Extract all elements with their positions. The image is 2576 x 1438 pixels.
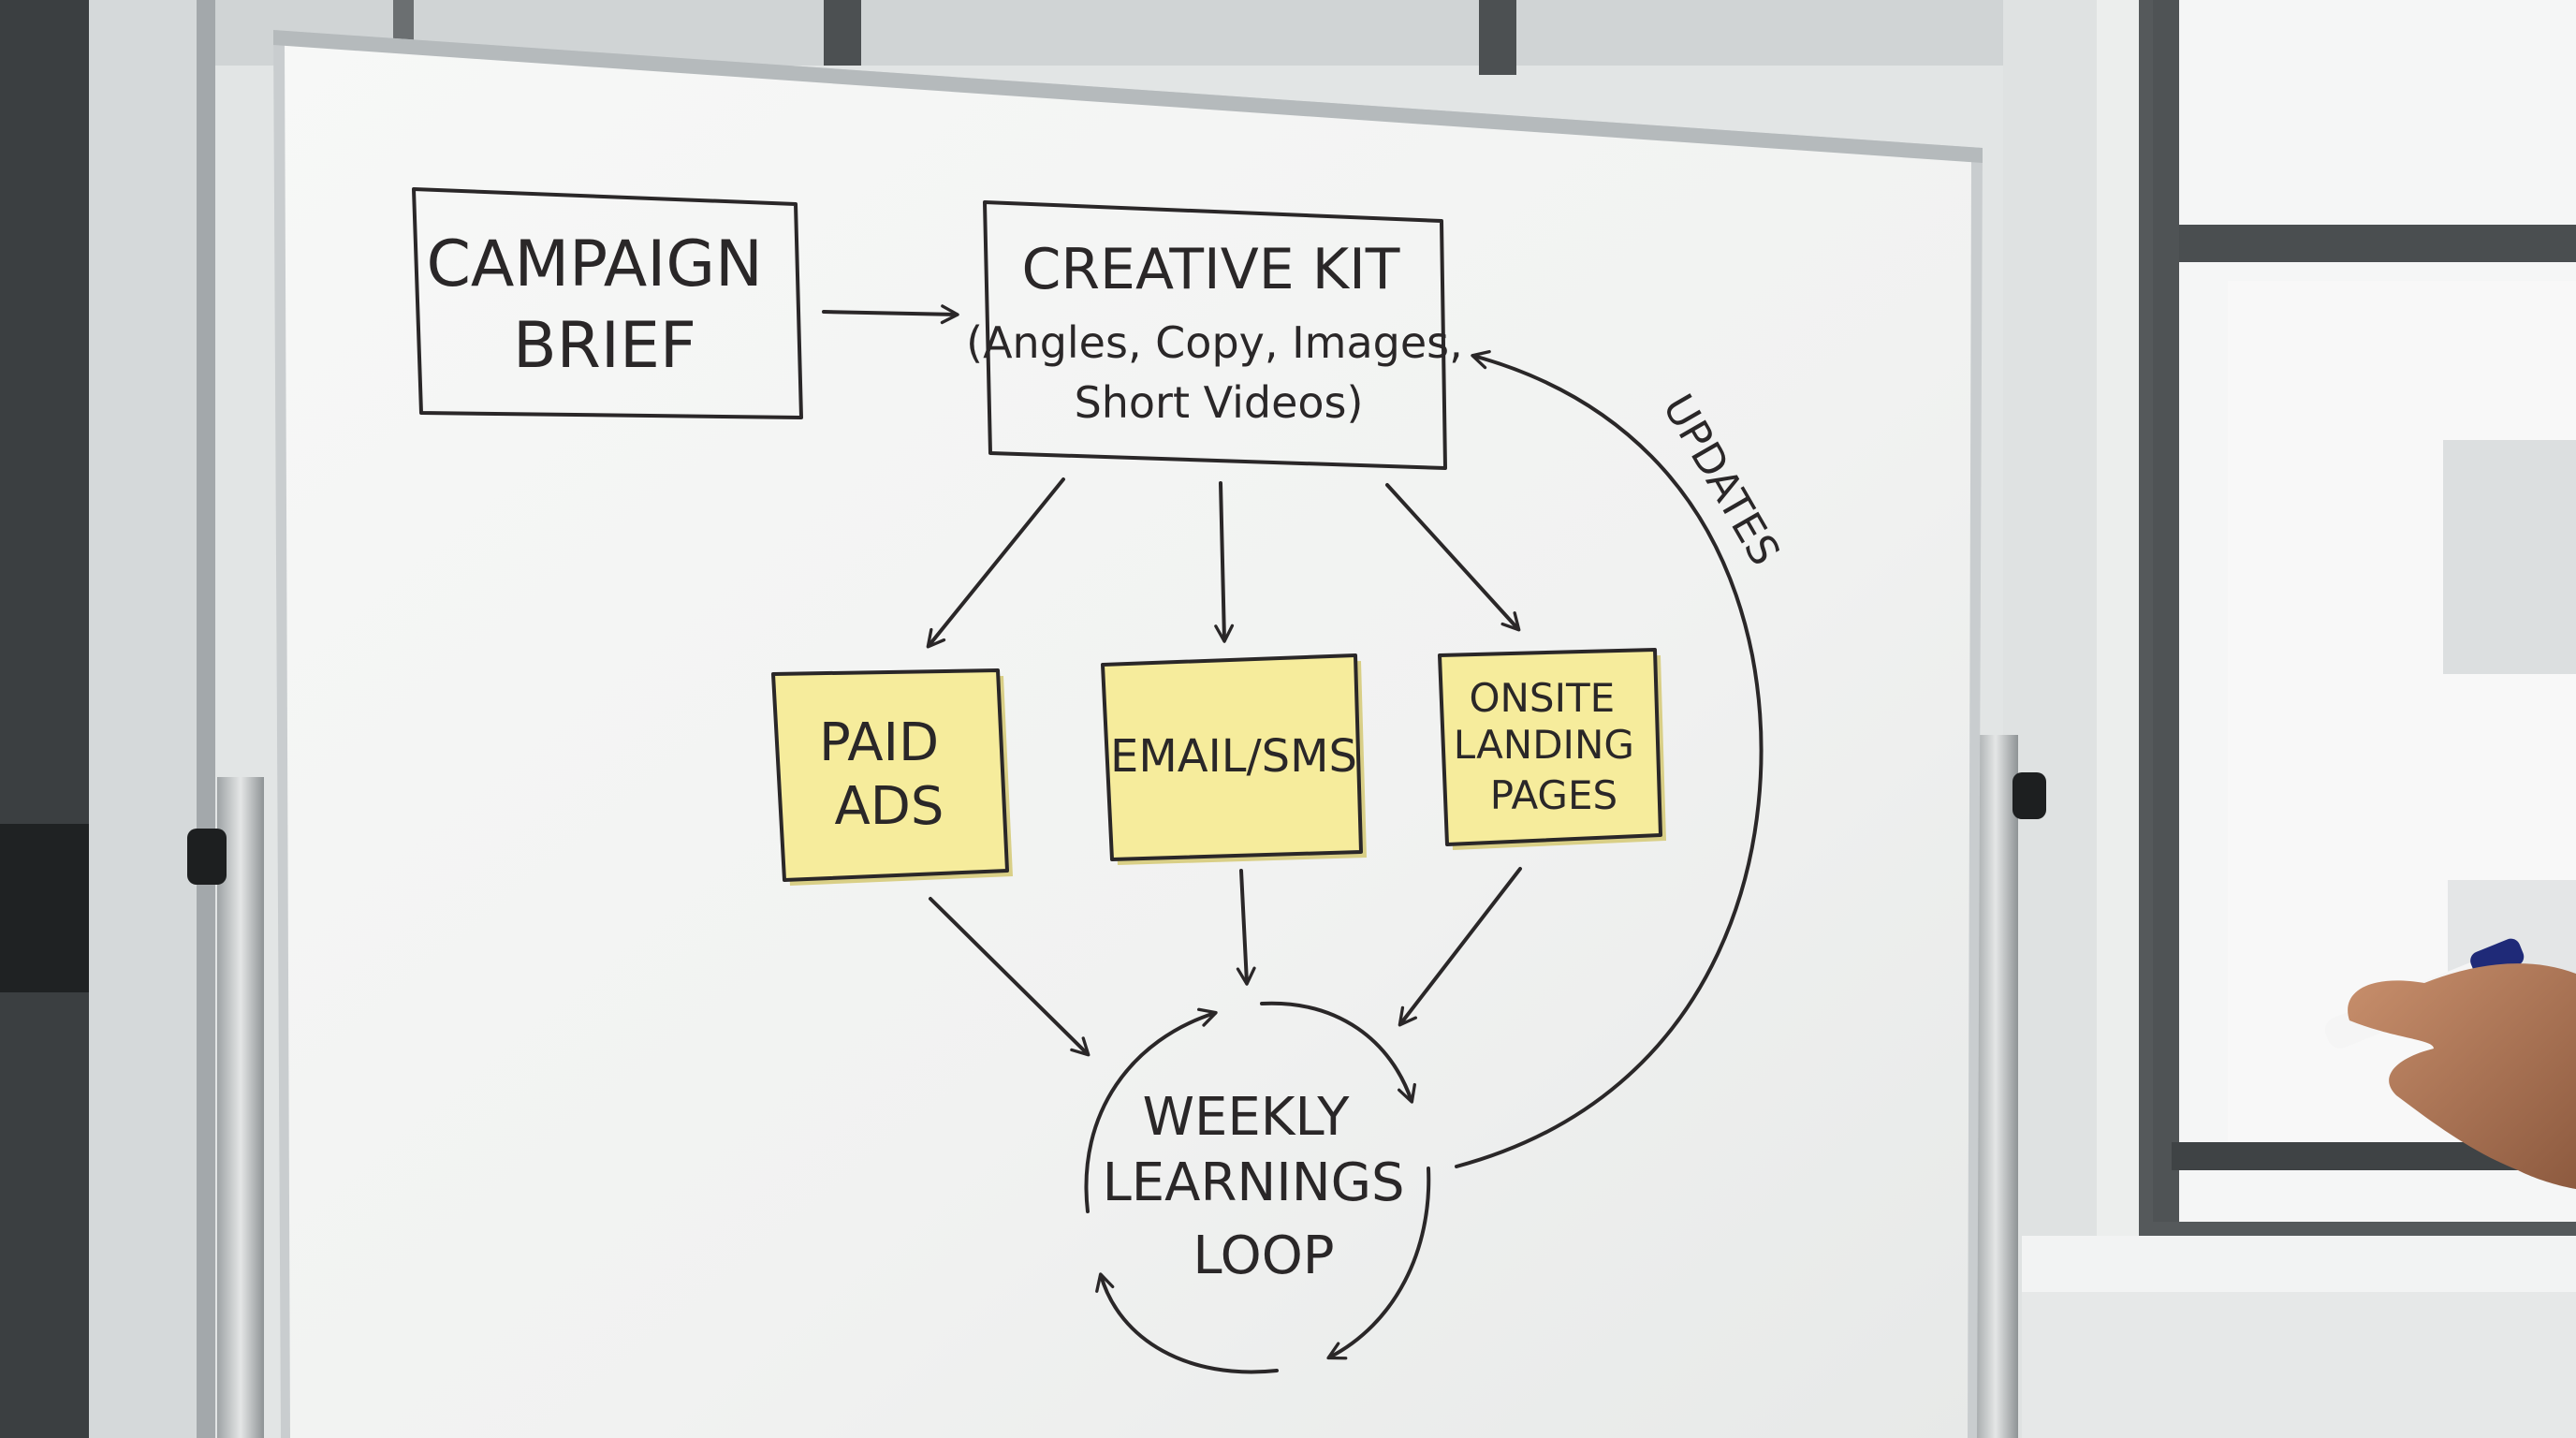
onsite-landing-line-2: LANDING (1454, 722, 1634, 768)
creative-kit-label: CREATIVE KIT (Angles, Copy, Images, Shor… (966, 237, 1468, 428)
onsite-landing-line-1: ONSITE (1469, 675, 1615, 721)
creative-kit-line-2: (Angles, Copy, Images, (966, 317, 1463, 368)
hand (2348, 963, 2576, 1189)
campaign-brief-box (412, 187, 803, 419)
weekly-loop-line-3: LOOP (1193, 1225, 1334, 1286)
paid-ads-line-2: ADS (835, 776, 944, 837)
arrow-kit-to-onsite (1385, 483, 1521, 632)
loop-arrow-bottom-right (1326, 1167, 1431, 1360)
email-sms-label: EMAIL/SMS (1110, 730, 1357, 783)
hand-with-marker (2324, 938, 2576, 1189)
weekly-loop-label: WEEKLY LEARNINGS LOOP (1103, 1087, 1422, 1286)
arrow-email-sms-to-loop (1236, 869, 1256, 986)
paid-ads-label: PAID ADS (819, 712, 956, 837)
arrow-brief-to-kit (822, 304, 959, 325)
loop-arrow-top-left (1084, 1007, 1218, 1213)
email-sms-line-1: EMAIL/SMS (1110, 730, 1357, 783)
sticky-onsite-landing (1438, 648, 1666, 850)
onsite-landing-label: ONSITE LANDING PAGES (1454, 675, 1647, 818)
whiteboard-stand (187, 735, 2046, 1438)
paid-ads-line-1: PAID (819, 712, 939, 773)
campaign-brief-line-2: BRIEF (513, 309, 696, 383)
creative-kit-box (983, 200, 1447, 470)
diagram (412, 187, 1764, 1374)
creative-kit-line-3: Short Videos) (1075, 377, 1364, 428)
arrow-kit-to-email-sms (1214, 481, 1235, 643)
weekly-loop-line-2: LEARNINGS (1103, 1152, 1405, 1213)
sticky-paid-ads (771, 668, 1013, 886)
arrow-loop-updates-to-kit (1455, 349, 1764, 1168)
creative-kit-line-1: CREATIVE KIT (1021, 237, 1399, 302)
campaign-brief-label: CAMPAIGN BRIEF (426, 227, 783, 383)
arrow-kit-to-paid-ads (926, 477, 1065, 649)
weekly-loop-line-1: WEEKLY (1143, 1087, 1351, 1148)
loop-arrow-bottom-left (1095, 1272, 1279, 1374)
sticky-email-sms (1101, 653, 1367, 865)
arrow-onsite-to-loop (1398, 867, 1522, 1027)
loop-arrow-top-right (1260, 1001, 1416, 1104)
arrow-paid-ads-to-loop (929, 897, 1090, 1057)
onsite-landing-line-3: PAGES (1490, 772, 1617, 818)
campaign-brief-line-1: CAMPAIGN (426, 227, 762, 301)
